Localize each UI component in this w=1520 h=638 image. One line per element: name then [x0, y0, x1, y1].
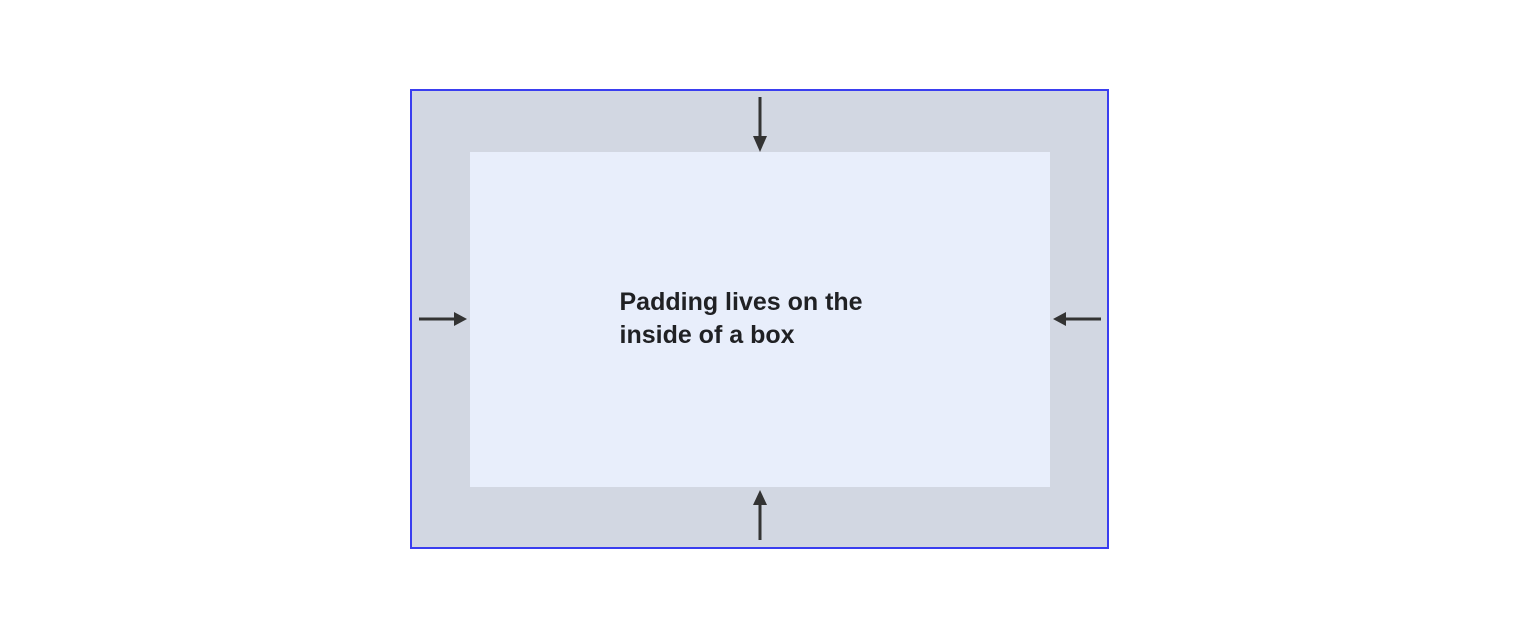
arrow-right-icon [419, 312, 467, 326]
content-box: Padding lives on the inside of a box [469, 151, 1050, 487]
arrow-up-icon [752, 490, 767, 540]
arrow-down-icon [752, 97, 767, 152]
diagram-label-line1: Padding lives on the [619, 288, 863, 316]
arrow-left-icon [1053, 312, 1101, 326]
padding-box: Padding lives on the inside of a box [410, 89, 1109, 549]
diagram-label-line2: inside of a box [619, 321, 795, 349]
diagram-label: Padding lives on the inside of a box [620, 286, 900, 352]
